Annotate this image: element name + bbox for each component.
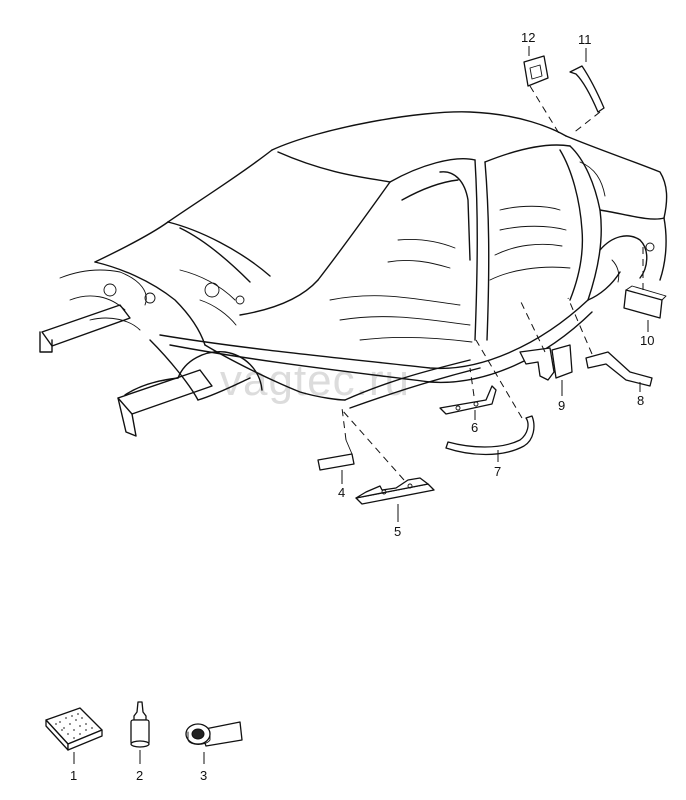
part-11-strip <box>569 65 605 113</box>
part-10-pad <box>623 285 667 319</box>
legend-item-1-pad <box>45 707 103 751</box>
part-4-pad <box>317 439 355 471</box>
legend-item-3-tape <box>185 721 243 747</box>
car-body-shell <box>39 111 668 437</box>
part-7-strip <box>445 415 535 456</box>
legend-item-2-bottle <box>130 701 150 748</box>
callout-3: 3 <box>200 768 207 783</box>
part-12-pad <box>523 55 549 87</box>
callout-7: 7 <box>494 464 501 479</box>
callout-12: 12 <box>521 30 535 45</box>
callout-11: 11 <box>578 32 592 47</box>
callout-9: 9 <box>558 398 565 413</box>
callout-5: 5 <box>394 524 401 539</box>
part-9-bracket <box>519 344 573 381</box>
callout-8: 8 <box>637 393 644 408</box>
part-5-plate <box>355 477 435 505</box>
part-8-bracket <box>585 351 653 387</box>
callout-2: 2 <box>136 768 143 783</box>
callout-4: 4 <box>338 485 345 500</box>
part-6-bracket <box>439 385 497 415</box>
callout-10: 10 <box>640 333 654 348</box>
watermark: vagtec.ru <box>220 356 410 405</box>
callout-6: 6 <box>471 420 478 435</box>
callout-1: 1 <box>70 768 77 783</box>
